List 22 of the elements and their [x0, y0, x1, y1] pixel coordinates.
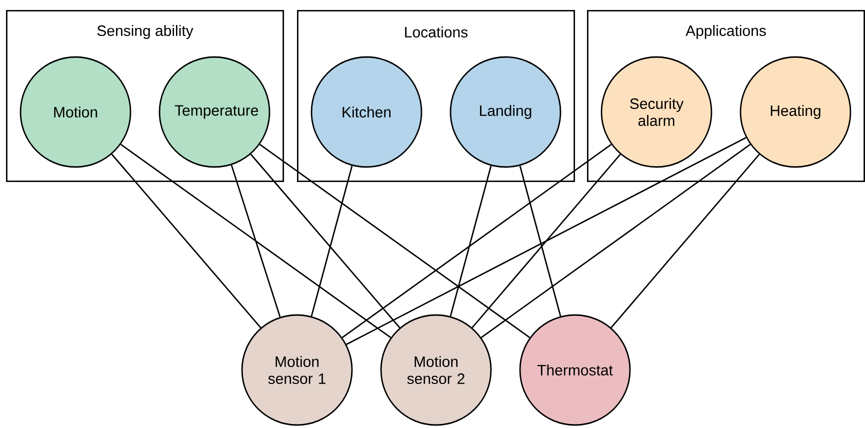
circle-node: Security alarm	[600, 56, 712, 168]
connector-line	[610, 154, 760, 328]
connector-line	[230, 164, 281, 318]
circle-node: Heating	[740, 56, 852, 168]
circle-node: Landing	[450, 56, 562, 168]
connector-line	[519, 166, 562, 316]
connector-line	[342, 144, 612, 338]
circle-node: Thermostat	[519, 314, 631, 426]
connector-line	[450, 166, 492, 316]
connector-line	[480, 144, 751, 338]
connector-line	[346, 136, 746, 346]
connector-line	[310, 166, 353, 316]
connector-line	[111, 154, 262, 328]
connector-line	[120, 144, 392, 338]
connector-line	[250, 154, 400, 328]
circle-node: Temperature	[158, 56, 270, 168]
circle-node: Motion	[20, 56, 132, 168]
connector-line	[259, 144, 530, 338]
circle-node: Motion sensor 2	[380, 314, 492, 426]
connector-line	[472, 154, 621, 328]
circle-node: Motion sensor 1	[241, 314, 353, 426]
circle-node: Kitchen	[310, 56, 422, 168]
